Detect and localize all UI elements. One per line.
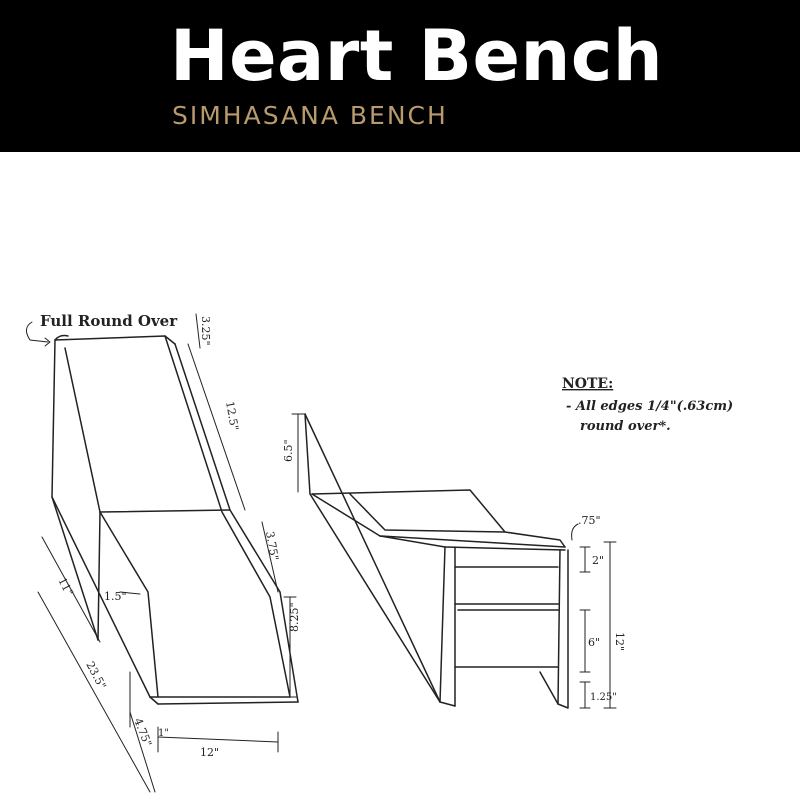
dim-length: 23.5" [83,659,108,691]
dim-foot: 1" [158,728,169,739]
dim-depth-short: 11" [55,575,75,598]
note-line-2: round over*. [580,419,671,434]
diagram-labels: Full Round Over 3.25" 12.5" 3.75" 8.25" … [40,312,733,759]
note-line-1: - All edges 1/4"(.63cm) [566,399,733,414]
dim-top-thickness: 3.25" [199,316,212,346]
dim-base-gap: 1.25" [590,692,617,703]
left-view-dimensions [26,313,297,793]
bench-diagram: Full Round Over 3.25" 12.5" 3.75" 8.25" … [26,312,733,793]
note-heading: NOTE: [562,376,613,392]
right-view-bench [304,413,569,709]
dim-rail-gap: 2" [592,554,604,567]
callout-label: Full Round Over [40,312,178,330]
dim-total-height: 12" [613,632,626,651]
dim-top-slope: 12.5" [223,400,241,431]
left-view-bench [51,334,299,705]
dim-edge-thickness: .75" [578,514,601,527]
header-banner: Heart Bench SIMHASANA BENCH [0,0,800,152]
dim-rail-span: 6" [588,636,600,649]
dim-width: 12" [200,746,219,759]
dim-lower-rise: 8.25" [288,602,301,632]
page-subtitle: SIMHASANA BENCH [172,101,448,130]
right-view-dimensions [291,413,617,709]
page-title: Heart Bench [170,15,664,97]
dim-mid-slope: 3.75" [263,530,281,561]
dim-side-top: 6.5" [282,439,295,462]
dim-inner-offset: 1.5" [104,590,127,603]
dim-bottom-short: 4.75" [131,716,154,748]
